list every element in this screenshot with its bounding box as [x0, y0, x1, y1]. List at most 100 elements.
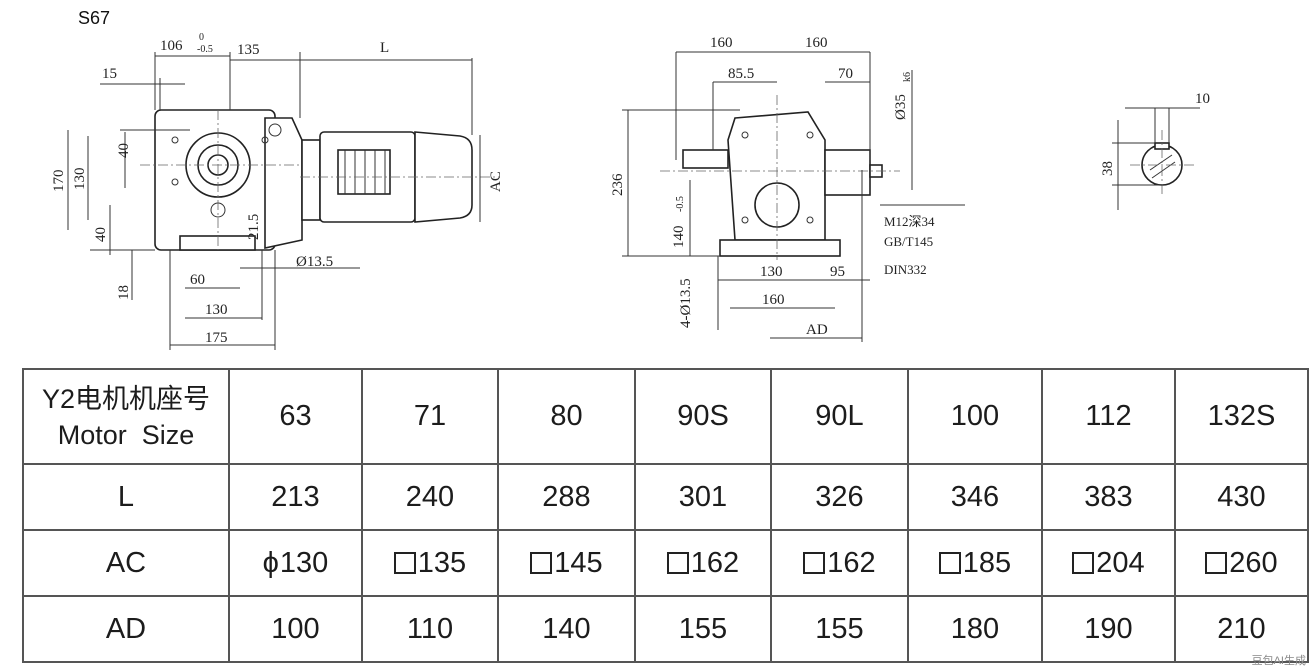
technical-drawing: 106 0 -0.5 135 L 15 40 170 130 40 18 60 … [51, 32, 1210, 350]
square-icon [666, 551, 689, 574]
AC-71-value: 135 [417, 546, 467, 579]
front-view: 160 160 85.5 70 Ø35 k6 236 140 -0.5 4-Ø1… [610, 35, 965, 342]
dim-shaft-35: Ø35 [893, 94, 909, 120]
size-90l: 90L [770, 368, 909, 465]
dim-holes-4x13-5: 4-Ø13.5 [678, 278, 694, 328]
header-label-cell: Y2电机机座号 Motor Size [22, 368, 230, 465]
size-63: 63 [228, 368, 363, 465]
dim-shaft-35-tol: k6 [902, 72, 913, 82]
AC-100-value: 185 [962, 546, 1012, 579]
dim-236: 236 [610, 173, 626, 196]
dim-130-horizontal: 130 [205, 302, 228, 318]
AD-100: 180 [907, 595, 1043, 663]
dim-L: L [380, 40, 389, 56]
dim-130-vertical: 130 [72, 168, 88, 191]
L-63: 213 [228, 463, 363, 531]
L-71: 240 [361, 463, 499, 531]
dim-175: 175 [205, 330, 228, 346]
AC-63: ϕ130 [228, 529, 363, 597]
square-icon [803, 551, 826, 574]
size-100: 100 [907, 368, 1043, 465]
note-gb-t145: GB/T145 [884, 234, 933, 249]
dim-140: 140 [671, 226, 687, 249]
row-label-AD: AD [22, 595, 230, 663]
L-90s: 301 [634, 463, 772, 531]
side-view: 106 0 -0.5 135 L 15 40 170 130 40 18 60 … [51, 32, 504, 350]
AC-80: 145 [497, 529, 636, 597]
dim-106-lower-tol: -0.5 [197, 44, 213, 55]
note-din332: DIN332 [884, 262, 927, 277]
AC-80-value: 145 [554, 546, 603, 579]
table-header-row: Y2电机机座号 Motor Size 63 71 80 90S 90L 100 … [22, 368, 1309, 465]
dim-21-5: 21.5 [246, 214, 262, 240]
AD-112: 190 [1041, 595, 1176, 663]
L-100: 346 [907, 463, 1043, 531]
header-label-en: Motor Size [57, 419, 195, 450]
dim-170: 170 [51, 170, 67, 193]
AD-90l: 155 [770, 595, 909, 663]
shaft-section-view: 10 38 [1100, 91, 1210, 210]
dim-18: 18 [116, 285, 132, 300]
dim-106: 106 [160, 38, 183, 54]
AD-132s: 210 [1174, 595, 1309, 663]
AC-132s: 260 [1174, 529, 1309, 597]
dim-40-bottom: 40 [93, 227, 109, 242]
dim-160-left: 160 [710, 35, 733, 51]
dim-hole-13-5: Ø13.5 [296, 254, 333, 270]
dim-70: 70 [838, 66, 853, 82]
L-112: 383 [1041, 463, 1176, 531]
note-m12: M12深34 [884, 214, 935, 229]
watermark: 豆包AI生成 [1251, 655, 1306, 667]
size-112: 112 [1041, 368, 1176, 465]
dim-95: 95 [830, 264, 845, 280]
dim-130-base: 130 [760, 264, 783, 280]
dim-AC: AC [488, 171, 504, 192]
square-icon [1205, 551, 1228, 574]
AC-90l: 162 [770, 529, 909, 597]
header-label-cn: Y2电机机座号 [41, 383, 211, 414]
table-row-AD: AD 100 110 140 155 155 180 190 210 [22, 595, 1309, 663]
AC-63-value: 130 [279, 546, 329, 579]
AD-80: 140 [497, 595, 636, 663]
L-90l: 326 [770, 463, 909, 531]
dim-135: 135 [237, 42, 260, 58]
dim-160-base: 160 [762, 292, 785, 308]
dim-AD: AD [806, 322, 828, 338]
dim-60: 60 [190, 272, 205, 288]
AC-112-value: 204 [1096, 546, 1145, 579]
AD-71: 110 [361, 595, 499, 663]
square-icon [530, 551, 553, 574]
AD-63: 100 [228, 595, 363, 663]
L-80: 288 [497, 463, 636, 531]
motor-size-table: Y2电机机座号 Motor Size 63 71 80 90S 90L 100 … [22, 368, 1309, 663]
AC-90l-value: 162 [827, 546, 876, 579]
size-132s: 132S [1174, 368, 1309, 465]
AC-112: 204 [1041, 529, 1176, 597]
dim-key-10: 10 [1195, 91, 1210, 107]
table-row-L: L 213 240 288 301 326 346 383 430 [22, 463, 1309, 531]
AC-71: 135 [361, 529, 499, 597]
AC-132s-value: 260 [1229, 546, 1278, 579]
dim-15: 15 [102, 66, 117, 82]
model-title: S67 [78, 8, 111, 28]
square-icon [938, 551, 961, 574]
dim-38: 38 [1100, 161, 1116, 176]
square-icon [393, 551, 416, 574]
AD-90s: 155 [634, 595, 772, 663]
AC-100: 185 [907, 529, 1043, 597]
dim-160-right: 160 [805, 35, 828, 51]
size-90s: 90S [634, 368, 772, 465]
AC-90s: 162 [634, 529, 772, 597]
size-71: 71 [361, 368, 499, 465]
AC-90s-value: 162 [690, 546, 740, 579]
dim-140-tol: -0.5 [675, 196, 686, 212]
table-row-AC: AC ϕ130 135 145 162 162 185 204 260 [22, 529, 1309, 597]
dim-106-upper-tol: 0 [199, 32, 204, 43]
size-80: 80 [497, 368, 636, 465]
diameter-symbol: ϕ [262, 546, 279, 579]
dim-85-5: 85.5 [728, 66, 754, 82]
L-132s: 430 [1174, 463, 1309, 531]
dim-40-top: 40 [116, 143, 132, 158]
row-label-L: L [22, 463, 230, 531]
square-icon [1072, 551, 1095, 574]
